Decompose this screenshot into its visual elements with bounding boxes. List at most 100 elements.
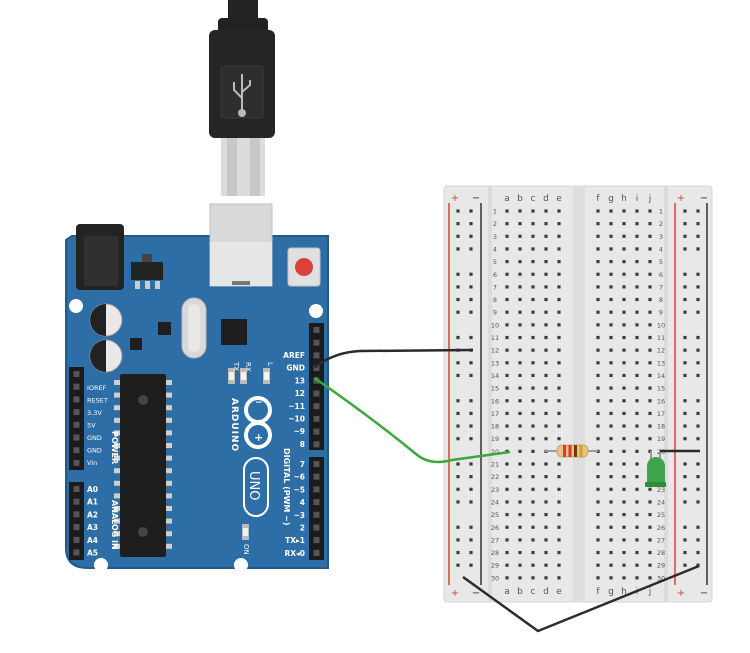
breadboard-hole[interactable] [518, 462, 522, 466]
breadboard-hole[interactable] [557, 335, 561, 340]
rail-hole[interactable] [683, 462, 687, 466]
breadboard-hole[interactable] [609, 500, 613, 504]
rail-hole[interactable] [469, 335, 473, 340]
rail-hole[interactable] [469, 310, 473, 314]
breadboard-hole[interactable] [596, 297, 600, 302]
breadboard-hole[interactable] [505, 310, 509, 314]
breadboard-hole[interactable] [544, 297, 548, 302]
wire-pin13[interactable] [315, 377, 511, 464]
breadboard-hole[interactable] [648, 424, 652, 428]
breadboard-hole[interactable] [557, 285, 561, 289]
breadboard-hole[interactable] [622, 247, 626, 251]
breadboard-hole[interactable] [518, 437, 522, 441]
breadboard-hole[interactable] [518, 260, 522, 264]
breadboard-hole[interactable] [609, 297, 613, 302]
breadboard-hole[interactable] [544, 323, 548, 327]
breadboard-hole[interactable] [622, 222, 626, 226]
breadboard-hole[interactable] [635, 272, 639, 276]
digital-header-bottom[interactable] [309, 457, 324, 560]
breadboard-hole[interactable] [609, 411, 613, 415]
rail-hole[interactable] [456, 310, 460, 314]
breadboard-hole[interactable] [635, 475, 639, 479]
breadboard-hole[interactable] [531, 437, 535, 441]
rail-hole[interactable] [683, 373, 687, 378]
rail-hole[interactable] [683, 525, 687, 529]
breadboard-hole[interactable] [518, 550, 522, 555]
rail-hole[interactable] [456, 373, 460, 378]
breadboard-hole[interactable] [622, 348, 626, 352]
rail-hole[interactable] [469, 373, 473, 378]
breadboard-hole[interactable] [635, 361, 639, 365]
breadboard-hole[interactable] [622, 513, 626, 517]
breadboard-hole[interactable] [531, 247, 535, 251]
breadboard-hole[interactable] [635, 247, 639, 251]
breadboard-hole[interactable] [622, 525, 626, 529]
breadboard-hole[interactable] [609, 399, 613, 403]
breadboard-hole[interactable] [518, 285, 522, 289]
breadboard-hole[interactable] [544, 399, 548, 403]
breadboard-hole[interactable] [531, 525, 535, 529]
breadboard-hole[interactable] [531, 424, 535, 428]
breadboard-hole[interactable] [505, 222, 509, 226]
rail-hole[interactable] [469, 222, 473, 226]
breadboard-hole[interactable] [531, 462, 535, 466]
header-pin-hole[interactable] [73, 396, 80, 403]
breadboard-hole[interactable] [648, 348, 652, 352]
breadboard-hole[interactable] [557, 487, 561, 491]
breadboard-hole[interactable] [596, 525, 600, 529]
breadboard-hole[interactable] [557, 525, 561, 529]
rail-hole[interactable] [456, 550, 460, 555]
breadboard-hole[interactable] [609, 576, 613, 580]
breadboard-hole[interactable] [557, 538, 561, 542]
breadboard-hole[interactable] [544, 272, 548, 276]
rail-hole[interactable] [469, 411, 473, 415]
breadboard-hole[interactable] [557, 260, 561, 264]
rail-hole[interactable] [683, 563, 687, 567]
breadboard-hole[interactable] [622, 234, 626, 238]
rail-hole[interactable] [696, 525, 700, 529]
rail-hole[interactable] [696, 437, 700, 441]
breadboard-hole[interactable] [544, 247, 548, 251]
breadboard-hole[interactable] [505, 399, 509, 403]
breadboard-hole[interactable] [596, 563, 600, 567]
breadboard-hole[interactable] [622, 361, 626, 365]
rail-hole[interactable] [696, 538, 700, 542]
breadboard-hole[interactable] [531, 234, 535, 238]
breadboard-hole[interactable] [635, 449, 639, 453]
rail-hole[interactable] [456, 222, 460, 226]
rail-hole[interactable] [469, 272, 473, 276]
breadboard-hole[interactable] [635, 323, 639, 327]
rail-hole[interactable] [683, 297, 687, 302]
breadboard-hole[interactable] [622, 538, 626, 542]
breadboard-hole[interactable] [648, 272, 652, 276]
header-pin-hole[interactable] [313, 524, 320, 531]
breadboard-hole[interactable] [518, 272, 522, 276]
rail-hole[interactable] [456, 209, 460, 213]
breadboard-hole[interactable] [635, 550, 639, 555]
breadboard-hole[interactable] [531, 260, 535, 264]
breadboard-hole[interactable] [609, 361, 613, 365]
breadboard-hole[interactable] [609, 260, 613, 264]
breadboard-hole[interactable] [505, 272, 509, 276]
breadboard-hole[interactable] [635, 563, 639, 567]
rail-hole[interactable] [696, 209, 700, 213]
rail-hole[interactable] [456, 297, 460, 302]
breadboard-hole[interactable] [544, 538, 548, 542]
breadboard-hole[interactable] [505, 550, 509, 555]
breadboard-hole[interactable] [505, 323, 509, 327]
breadboard-hole[interactable] [596, 260, 600, 264]
rail-hole[interactable] [696, 297, 700, 302]
header-pin-hole[interactable] [313, 365, 320, 372]
header-pin-hole[interactable] [73, 536, 80, 543]
breadboard-hole[interactable] [531, 550, 535, 555]
breadboard-hole[interactable] [635, 348, 639, 352]
rail-hole[interactable] [683, 209, 687, 213]
breadboard-hole[interactable] [557, 386, 561, 390]
rail-hole[interactable] [456, 247, 460, 251]
wire-return[interactable] [462, 564, 700, 633]
breadboard-hole[interactable] [557, 373, 561, 378]
breadboard-hole[interactable] [622, 550, 626, 555]
header-pin-hole[interactable] [73, 434, 80, 441]
breadboard-hole[interactable] [544, 576, 548, 580]
breadboard-hole[interactable] [635, 399, 639, 403]
